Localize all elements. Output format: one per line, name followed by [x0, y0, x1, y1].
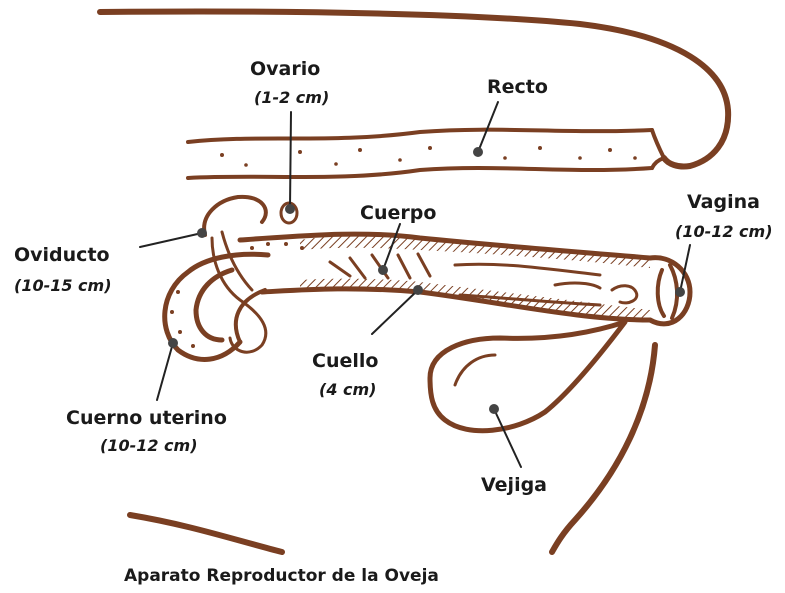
label-cuello: Cuello: [312, 350, 378, 372]
endpoint-recto: [473, 147, 483, 157]
figure-caption: Aparato Reproductor de la Oveja: [124, 566, 439, 586]
body-outline-belly: [130, 515, 282, 552]
leader-cuello: [372, 290, 418, 334]
size-cuerno-uterino: (10-12 cm): [100, 436, 198, 455]
size-ovario: (1-2 cm): [254, 88, 329, 107]
endpoint-ovario: [285, 204, 295, 214]
endpoint-vagina: [675, 287, 685, 297]
label-ovario: Ovario: [250, 58, 320, 80]
bladder: [430, 322, 625, 431]
rectum: [188, 130, 664, 178]
body-outline-leg: [552, 345, 655, 552]
label-recto: Recto: [487, 76, 548, 98]
label-vagina: Vagina: [687, 191, 760, 213]
size-oviducto: (10-15 cm): [14, 276, 112, 295]
label-cuerno-uterino: Cuerno uterino: [66, 407, 227, 429]
uterus-body: [240, 234, 650, 320]
endpoint-cuerno: [168, 338, 178, 348]
endpoint-oviducto: [197, 228, 207, 238]
leader-oviducto: [140, 233, 202, 247]
label-cuerpo: Cuerpo: [360, 202, 436, 224]
label-vejiga: Vejiga: [481, 474, 547, 496]
leader-recto: [478, 102, 498, 152]
endpoint-vejiga: [489, 404, 499, 414]
leader-cuerno: [157, 343, 173, 400]
label-oviducto: Oviducto: [14, 244, 110, 266]
leader-vejiga: [494, 409, 521, 467]
endpoint-cuerpo: [378, 265, 388, 275]
size-vagina: (10-12 cm): [675, 222, 773, 241]
leader-ovario: [290, 112, 291, 208]
uterine-horn: [165, 242, 304, 359]
endpoint-cuello: [413, 285, 423, 295]
size-cuello: (4 cm): [319, 380, 376, 399]
